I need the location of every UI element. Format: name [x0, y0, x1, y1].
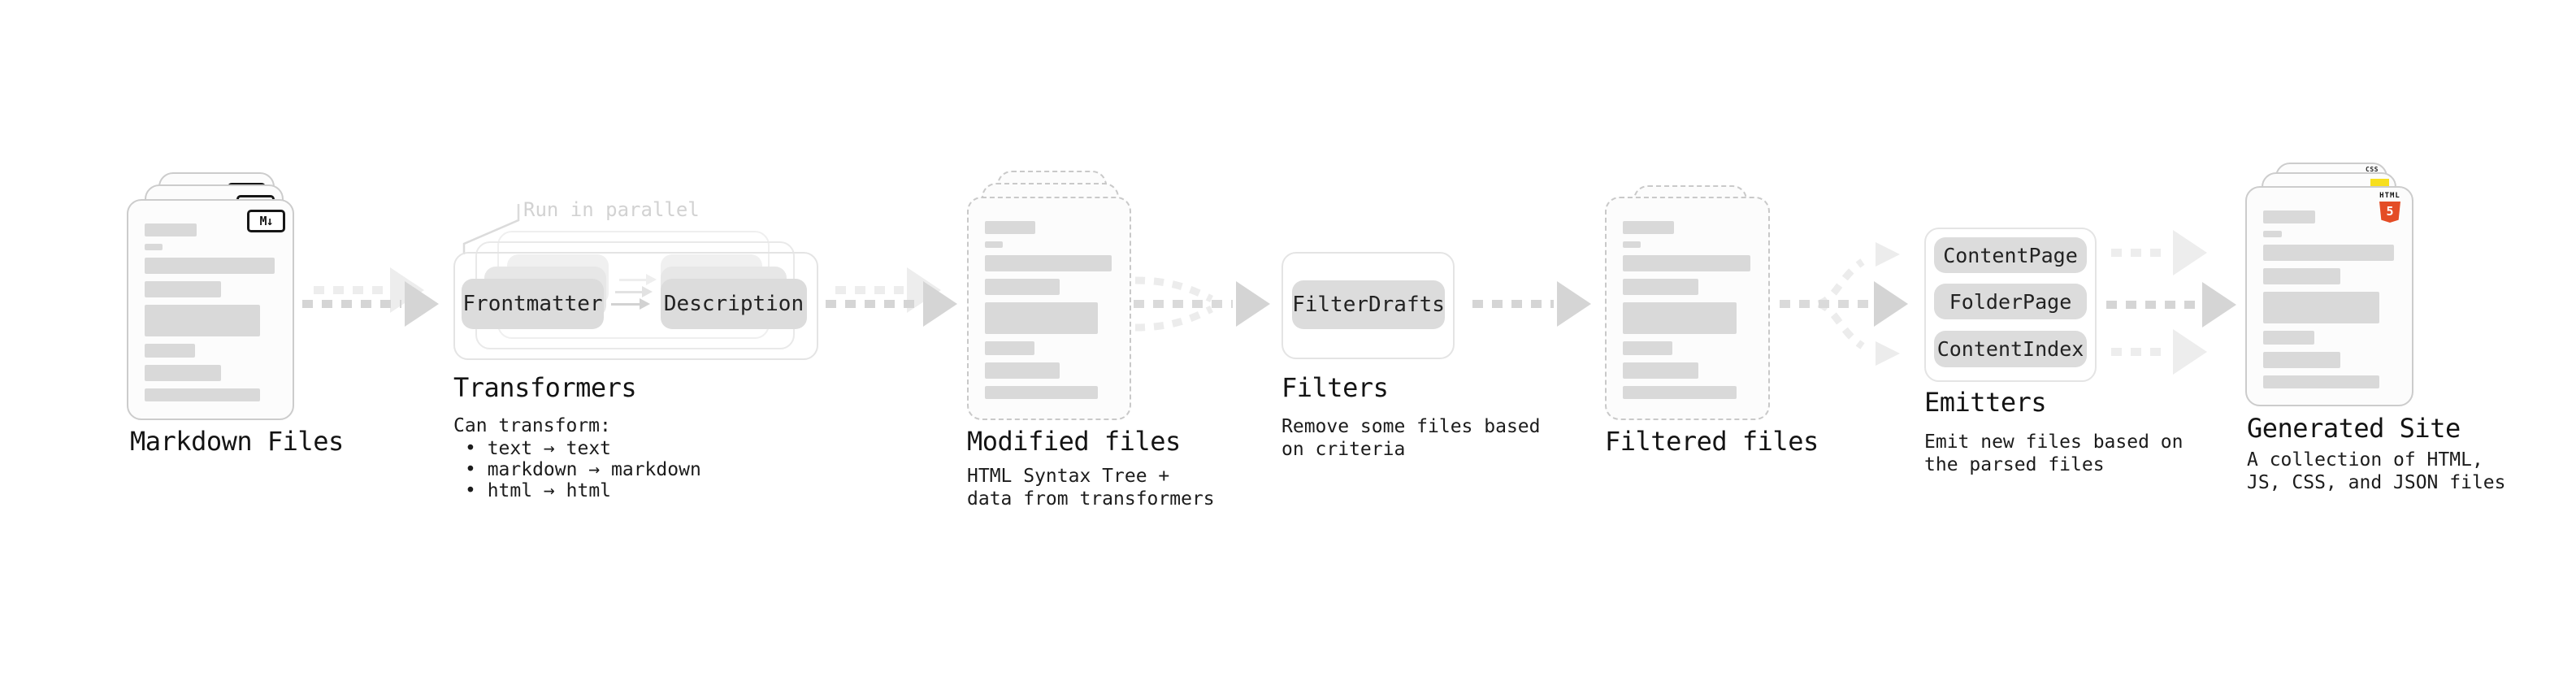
contentindex-box: ContentIndex — [1934, 331, 2087, 367]
emitters-description: Emit new files based on the parsed files — [1924, 432, 2184, 475]
description-box: Description — [661, 279, 807, 329]
flow-arrow — [826, 281, 957, 327]
filtered-files-stack — [1605, 185, 1800, 423]
diverge-arrow — [1780, 242, 1908, 366]
file-card-dashed — [1605, 197, 1770, 420]
transform-arrow-icon — [619, 270, 657, 289]
emit-arrow-bottom — [2111, 329, 2207, 375]
markdown-files-stack: M↓ M↓ M↓ — [127, 172, 322, 424]
markdown-icon: M↓ — [247, 210, 285, 232]
filters-description: Remove some files based on criteria — [1281, 416, 1541, 460]
bullet-item: • text → text — [465, 438, 612, 459]
html5-icon: HTML 5 — [2378, 192, 2402, 223]
frontmatter-box: Frontmatter — [462, 279, 604, 329]
generated-site-title: Generated Site — [2247, 413, 2461, 444]
markdown-files-title: Markdown Files — [130, 426, 344, 457]
annotation-callout-line — [462, 204, 520, 254]
placeholder-text-bars — [2247, 188, 2412, 388]
transformers-bullet-list: • text → text • markdown → markdown • ht… — [453, 438, 701, 501]
transform-arrow-icon — [615, 282, 653, 301]
bullet-item: • markdown → markdown — [465, 459, 701, 480]
transformer-run-container — [453, 252, 818, 360]
folderpage-box: FolderPage — [1934, 284, 2087, 319]
bullet-item: • html → html — [465, 480, 612, 501]
emitters-title: Emitters — [1924, 387, 2047, 418]
modified-files-description: HTML Syntax Tree + data from transformer… — [967, 466, 1215, 510]
converge-arrow — [1134, 276, 1270, 332]
placeholder-text-bars — [969, 198, 1130, 399]
flow-arrow — [302, 281, 439, 327]
transform-arrow-icon — [611, 294, 650, 314]
filters-container — [1281, 252, 1455, 359]
html-file-card: HTML 5 — [2245, 186, 2413, 406]
emit-arrow-middle — [2106, 282, 2236, 327]
modified-files-stack — [967, 171, 1162, 423]
flow-arrow — [1472, 281, 1591, 327]
filterdrafts-box: FilterDrafts — [1292, 280, 1445, 329]
transformers-description-heading: Can transform: — [453, 415, 611, 436]
emitters-container — [1924, 228, 2097, 382]
file-card: M↓ — [127, 199, 294, 420]
filters-title: Filters — [1281, 372, 1389, 403]
file-card-dashed — [967, 197, 1131, 420]
js-icon — [2370, 179, 2389, 188]
placeholder-text-bars — [128, 201, 293, 401]
generated-site-description: A collection of HTML, JS, CSS, and JSON … — [2247, 449, 2506, 493]
run-in-parallel-label: Run in parallel — [523, 198, 700, 221]
transformers-title: Transformers — [453, 372, 637, 403]
placeholder-text-bars — [1607, 198, 1768, 399]
contentpage-box: ContentPage — [1934, 237, 2087, 273]
modified-files-title: Modified files — [967, 426, 1181, 457]
filtered-files-title: Filtered files — [1605, 426, 1819, 457]
emit-arrow-top — [2111, 230, 2207, 275]
generated-site-stack: CSS HTML 5 — [2245, 161, 2440, 413]
